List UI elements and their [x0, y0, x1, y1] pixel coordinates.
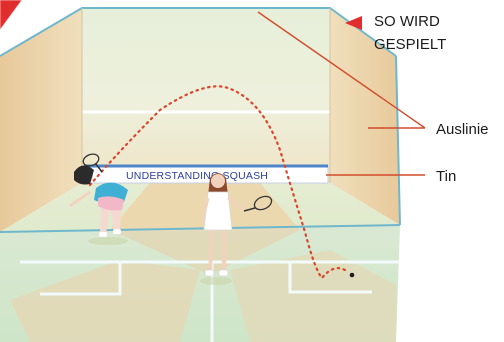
glass-back-wall — [0, 225, 400, 342]
front-wall — [82, 8, 330, 183]
tin-label: Tin — [436, 168, 456, 185]
header-title-line1: SO WIRD — [374, 13, 440, 30]
ball — [350, 273, 355, 278]
player-center-head — [211, 174, 225, 188]
tin-board-text: UNDERSTANDING SQUASH — [126, 170, 268, 182]
outline-label: Auslinie — [436, 121, 489, 138]
header-title-line2: GESPIELT — [374, 36, 446, 53]
player-center-dress — [204, 192, 232, 230]
